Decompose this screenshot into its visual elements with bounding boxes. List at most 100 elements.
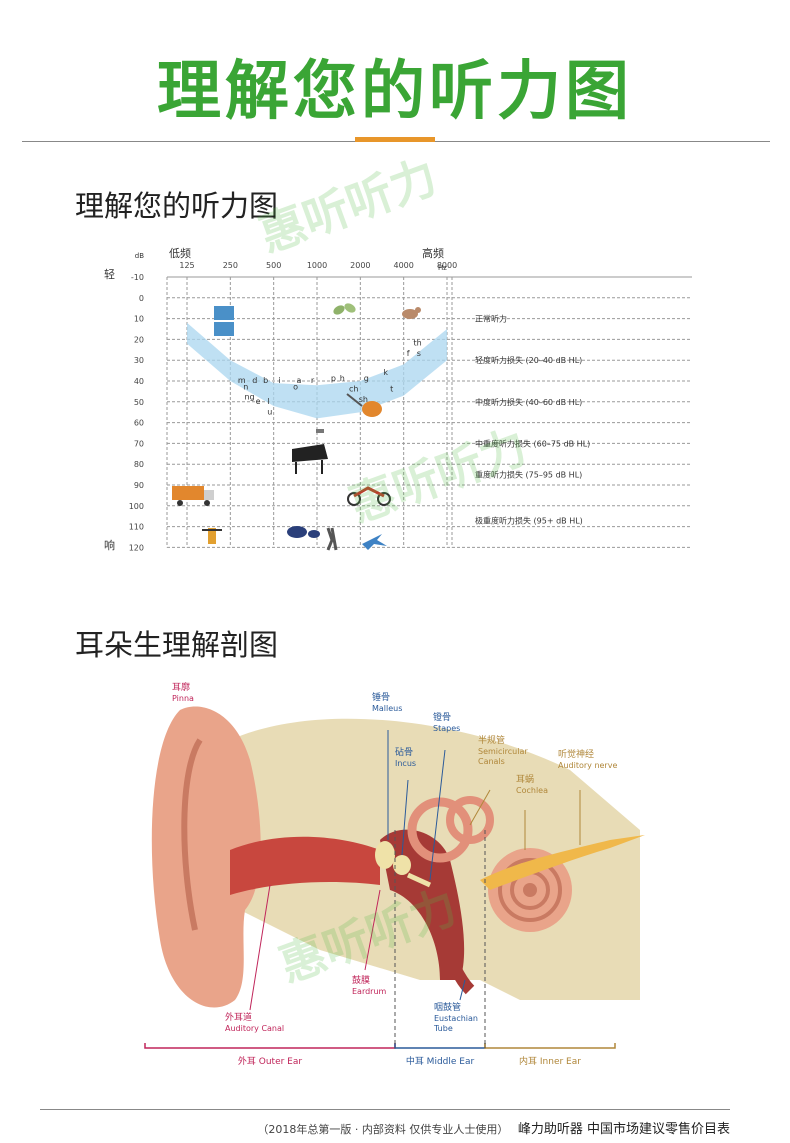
label-malleus-cn: 锤骨: [372, 691, 390, 703]
label-pinna-en: Pinna: [172, 694, 194, 703]
low-frequency-label: 低频: [169, 246, 191, 260]
hearing-category-label: 重度听力损失 (75–95 dB HL): [475, 470, 582, 480]
phoneme-label: e: [256, 397, 261, 406]
eustachian-tube-shape: [434, 928, 475, 995]
hearing-category-label: 轻度听力损失 (20–40 dB HL): [475, 355, 582, 365]
bird-icon: [402, 307, 421, 319]
leaves-icon: [333, 303, 356, 315]
phoneme-label: s: [417, 349, 421, 358]
freq-tick-label: 125: [179, 261, 194, 270]
phoneme-label: p: [331, 374, 336, 383]
label-semicircular-cn: 半规管: [478, 734, 505, 746]
drums-icon: [287, 526, 320, 538]
freq-tick-label: 4000: [393, 261, 413, 270]
soft-label: 轻: [104, 267, 115, 281]
leader-line: [401, 779, 409, 856]
label-eustachian-cn: 咽鼓管: [434, 1001, 461, 1013]
db-tick-label: 110: [129, 523, 144, 532]
label-eardrum-en: Eardrum: [352, 987, 387, 996]
hearing-category-label: 极重度听力损失 (95+ dB HL): [475, 515, 583, 525]
airplane-icon: [362, 534, 387, 550]
label-auditory-nerve-cn: 听觉神经: [558, 748, 594, 760]
db-tick-label: 90: [134, 481, 144, 490]
speech-banana-band: [187, 322, 447, 419]
phoneme-label: u: [267, 407, 272, 416]
db-tick-label: 30: [134, 356, 144, 365]
high-frequency-label: 高频: [422, 246, 444, 260]
section-label-outer-ear: 外耳 Outer Ear: [238, 1055, 302, 1067]
label-pinna-cn: 耳廓: [172, 681, 190, 693]
pinna-shape: [151, 706, 261, 1008]
leader-line: [459, 979, 466, 1001]
phoneme-label: g: [364, 374, 369, 383]
phoneme-label: ch: [349, 384, 358, 393]
motorcycle-icon: [347, 486, 391, 506]
section-label-middle-ear: 中耳 Middle Ear: [406, 1055, 475, 1067]
phoneme-label: ng: [244, 393, 254, 402]
label-eustachian-en: Eustachian: [434, 1014, 478, 1023]
phoneme-label: sh: [359, 395, 368, 404]
db-tick-label: 70: [134, 439, 144, 448]
sound-example-icons: [172, 303, 421, 551]
freq-tick-label: 250: [223, 261, 238, 270]
hearing-category-label: 正常听力: [475, 314, 507, 324]
page-title: 理解您的听力图: [157, 55, 633, 129]
label-eustachian-en2: Tube: [433, 1024, 453, 1033]
db-tick-label: 0: [139, 294, 144, 303]
db-tick-label: 120: [129, 543, 144, 552]
leader-line: [364, 889, 381, 971]
db-tick-label: 40: [134, 377, 144, 386]
freq-tick-label: 500: [266, 261, 281, 270]
footer-title: 峰力助听器 中国市场建议零售价目表: [517, 1122, 730, 1137]
auditory-nerve-shape: [480, 835, 645, 890]
footer-divider: [40, 1109, 730, 1110]
audiogram-heading: 理解您的听力图: [75, 189, 279, 223]
phoneme-label: m: [238, 376, 246, 385]
freq-tick-label: 1000: [307, 261, 327, 270]
footer-note: （2018年总第一版 · 内部资料 仅供专业人士使用）: [257, 1123, 509, 1136]
phoneme-label: i: [279, 376, 281, 385]
hz-unit-label: Hz: [438, 264, 447, 272]
label-cochlea-en: Cochlea: [516, 786, 548, 795]
phoneme-label: f: [407, 349, 410, 358]
loud-label: 响: [104, 539, 115, 552]
jackhammer-icon: [202, 528, 222, 544]
footer: （2018年总第一版 · 内部资料 仅供专业人士使用） 峰力助听器 中国市场建议…: [257, 1118, 730, 1137]
leader-line: [429, 749, 446, 881]
phoneme-label: r: [311, 376, 315, 385]
db-tick-label: 10: [134, 315, 144, 324]
hearing-category-label: 中重度听力损失 (60–75 dB HL): [475, 438, 590, 448]
phoneme-label: th: [414, 339, 422, 348]
snowflake-icon: [214, 322, 234, 336]
faucet-icon: [316, 429, 324, 433]
phoneme-label: n: [243, 382, 248, 391]
label-incus-en: Incus: [395, 759, 416, 768]
db-tick-label: 60: [134, 419, 144, 428]
label-malleus-en: Malleus: [372, 704, 402, 713]
db-tick-label: 50: [134, 398, 144, 407]
truck-icon: [172, 486, 214, 506]
phoneme-label: b: [263, 376, 268, 385]
label-eardrum-cn: 鼓膜: [352, 974, 370, 986]
label-stapes-cn: 镫骨: [433, 711, 451, 723]
vacuum-icon: [346, 393, 382, 417]
label-stapes-en: Stapes: [433, 724, 460, 733]
db-tick-label: 100: [129, 502, 144, 511]
hearing-category-label: 中度听力损失 (40–60 dB HL): [475, 397, 582, 407]
db-tick-label: 80: [134, 460, 144, 469]
label-auditory-nerve-en: Auditory nerve: [558, 761, 617, 770]
label-semicircular-en2: Canals: [478, 757, 505, 766]
phoneme-label: o: [293, 382, 298, 391]
freq-tick-label: 8000: [437, 261, 457, 270]
section-bracket: [144, 1043, 396, 1049]
audiogram-grid: [166, 276, 692, 548]
phoneme-label: t: [390, 384, 393, 393]
auditory-canal-shape: [230, 836, 380, 895]
label-auditory-canal-cn: 外耳道: [225, 1011, 252, 1023]
semicircular-canals-shape: [407, 796, 494, 863]
